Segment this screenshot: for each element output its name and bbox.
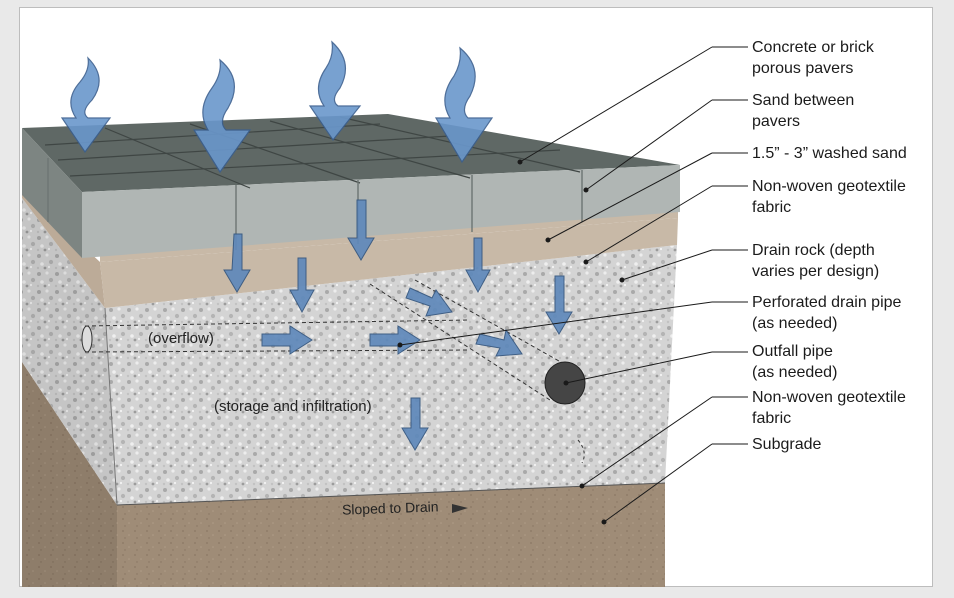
label-sand-between: Sand between pavers bbox=[752, 90, 854, 132]
label-drain-rock-line1: Drain rock (depth bbox=[752, 242, 875, 259]
label-geotextile-bottom-line2: fabric bbox=[752, 410, 792, 427]
perforated-drain-pipe bbox=[81, 279, 576, 401]
leader-lines bbox=[397, 46, 748, 525]
annotation-sloped: Sloped to Drain bbox=[341, 498, 439, 518]
paver-layer bbox=[22, 114, 680, 258]
label-outfall: Outfall pipe (as needed) bbox=[752, 341, 837, 383]
rain-arrows bbox=[60, 40, 494, 174]
label-pavers-line2: porous pavers bbox=[752, 60, 854, 77]
label-subgrade-line1: Subgrade bbox=[752, 436, 822, 453]
label-outfall-line1: Outfall pipe bbox=[752, 343, 833, 360]
label-geotextile-top: Non-woven geotextile fabric bbox=[752, 176, 906, 218]
drain-rock-layer bbox=[22, 198, 677, 506]
label-subgrade: Subgrade bbox=[752, 434, 821, 455]
label-sand-between-line1: Sand between bbox=[752, 92, 855, 109]
annotation-storage: (storage and infiltration) bbox=[214, 398, 372, 415]
label-geotextile-bottom: Non-woven geotextile fabric bbox=[752, 387, 906, 429]
label-outfall-line2: (as needed) bbox=[752, 364, 838, 381]
label-geotextile-top-line1: Non-woven geotextile bbox=[752, 178, 906, 195]
infiltration-arrows bbox=[223, 199, 573, 451]
label-washed-sand: 1.5” - 3” washed sand bbox=[752, 143, 907, 164]
label-drain-pipe-line1: Perforated drain pipe bbox=[752, 294, 902, 311]
label-geotextile-top-line2: fabric bbox=[752, 199, 792, 216]
label-drain-pipe: Perforated drain pipe (as needed) bbox=[752, 292, 901, 334]
label-washed-sand-line1: 1.5” - 3” washed sand bbox=[752, 145, 907, 162]
label-drain-rock: Drain rock (depth varies per design) bbox=[752, 240, 879, 282]
outfall-dash-arc bbox=[577, 439, 585, 464]
label-sand-between-line2: pavers bbox=[752, 113, 801, 130]
label-pavers: Concrete or brick porous pavers bbox=[752, 37, 874, 79]
label-pavers-line1: Concrete or brick bbox=[752, 39, 874, 56]
label-drain-rock-line2: varies per design) bbox=[752, 263, 880, 280]
annotation-overflow: (overflow) bbox=[148, 330, 214, 347]
label-drain-pipe-line2: (as needed) bbox=[752, 315, 838, 332]
label-geotextile-bottom-line1: Non-woven geotextile bbox=[752, 389, 906, 406]
subgrade-layer bbox=[22, 362, 665, 587]
sloped-arrow bbox=[452, 504, 468, 513]
